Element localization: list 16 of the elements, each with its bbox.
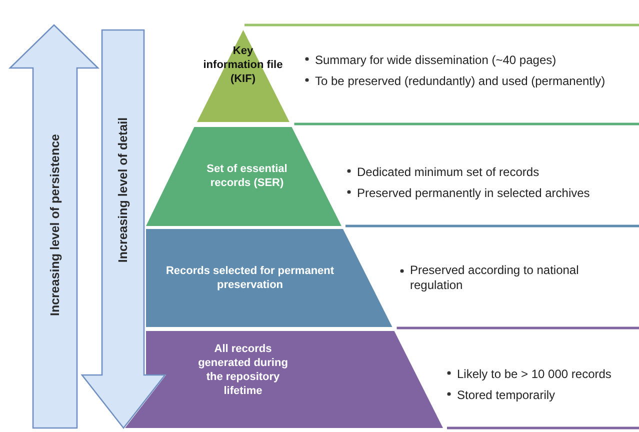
pyramid-layer xyxy=(146,127,342,226)
bullet-text: Summary for wide dissemination (~40 pages) xyxy=(315,53,556,68)
layer-label: All records generated during the repository lifetime xyxy=(197,342,289,398)
arrow-label: Increasing level of persistence xyxy=(48,134,62,316)
pyramid-layer xyxy=(125,331,443,428)
bullet-text: Preserved according to national regulation xyxy=(410,263,580,293)
bullet-text: Dedicated minimum set of records xyxy=(357,165,540,180)
layer-label: Set of essential records (SER) xyxy=(206,162,288,190)
bullet-text: Stored temporarily xyxy=(457,388,556,403)
arrow-label: Increasing level of detail xyxy=(116,117,130,263)
bullet-text: To be preserved (redundantly) and used (permanently) xyxy=(315,74,606,89)
pyramid-apex-triangle xyxy=(196,30,290,122)
bullet-text: Likely to be > 10 000 records xyxy=(457,367,612,382)
bullet-text: Preserved permanently in selected archives xyxy=(357,186,590,201)
pyramid-layer xyxy=(146,229,392,327)
layer-label: Records selected for permanent preservation xyxy=(165,264,335,292)
